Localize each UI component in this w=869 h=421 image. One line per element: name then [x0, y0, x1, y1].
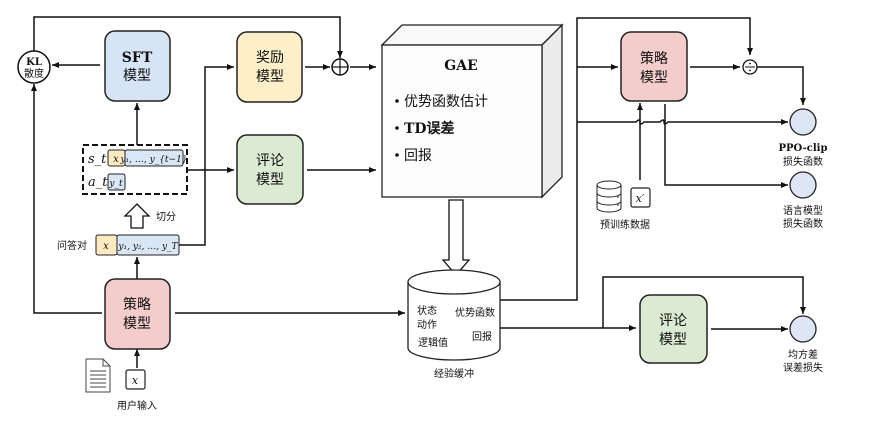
critic-left-subtitle: 模型 [256, 172, 284, 188]
user-input-label: 用户输入 [117, 399, 157, 412]
kl-sublabel: 散度 [24, 67, 44, 80]
gae-block: GAE 优势函数估计 TD误差 回报 [380, 23, 564, 199]
edge-kl-to-plus [33, 16, 343, 58]
buffer-item-return: 回报 [472, 330, 492, 343]
edge-to-reward [204, 64, 234, 170]
sft-title: SFT [122, 50, 153, 66]
lm-loss-subtitle: 损失函数 [783, 217, 823, 230]
sft-subtitle: 模型 [123, 68, 151, 84]
ppo-clip-title: PPO-clip [779, 143, 828, 154]
edge-policy-to-kl [31, 84, 102, 314]
qa-y-sequence-token: y₁, y₂, …, y_T [117, 242, 178, 252]
state-action-box: s_t x y₁, …, y_{t−1} a_t y_t [82, 144, 188, 195]
buffer-item-action: 动作 [417, 319, 437, 331]
critic-model-right-node: 评论 模型 [639, 294, 708, 364]
critic-right-subtitle: 模型 [659, 332, 687, 348]
policy-right-title: 策略 [640, 50, 668, 67]
policy-left-title: 策略 [123, 296, 151, 313]
gae-bullet-return: 回报 [404, 148, 432, 164]
database-icon [596, 180, 622, 213]
policy-right-subtitle: 模型 [640, 70, 668, 86]
mse-loss-subtitle: 误差损失 [783, 361, 823, 374]
critic-left-title: 评论 [256, 153, 284, 169]
reward-subtitle: 模型 [256, 69, 284, 85]
experience-buffer: 状态 动作 优势函数 回报 逻辑值 经验缓冲 [407, 269, 501, 380]
state-y-prefix-token: y₁, …, y_{t−1} [119, 155, 187, 165]
buffer-item-logits: 逻辑值 [418, 336, 448, 349]
policy-model-right-node: 策略 模型 [620, 31, 688, 102]
split-arrow: 切分 [123, 203, 176, 229]
buffer-label: 经验缓冲 [434, 367, 474, 380]
action-label: a_t [88, 175, 108, 190]
gae-bullet-advantage: 优势函数估计 [404, 94, 488, 110]
reward-model-node: 奖励 模型 [236, 31, 303, 103]
edge-policy-to-lm-loss [664, 104, 788, 188]
gae-to-buffer-arrow [441, 199, 471, 276]
action-y-token: y_t [108, 179, 123, 189]
mse-loss: 均方差 误差损失 [783, 315, 823, 374]
kl-label: KL [26, 57, 42, 68]
divide-operator [742, 59, 758, 75]
user-input: x 用户输入 [85, 358, 157, 412]
buffer-item-state: 状态 [417, 304, 437, 317]
reward-title: 奖励 [256, 49, 284, 66]
pretrain-data: x′ 预训练数据 [596, 180, 651, 231]
kl-divergence-node: KL 散度 [17, 50, 51, 84]
buffer-item-advantage: 优势函数 [455, 306, 495, 319]
mse-loss-title: 均方差 [788, 348, 818, 361]
critic-right-title: 评论 [659, 313, 687, 329]
lm-loss-title: 语言模型 [783, 204, 823, 217]
ppo-clip-subtitle: 损失函数 [783, 155, 823, 168]
state-x-token: x [113, 154, 119, 165]
gae-bullet-td-error: TD误差 [404, 120, 455, 137]
edge-buffer-to-divide [500, 17, 753, 301]
edge-divide-to-ppo [757, 66, 806, 105]
pretrain-x-token: x′ [636, 192, 645, 205]
edge-qa-to-branch [178, 170, 206, 246]
qa-pair: 问答对 x y₁, y₂, …, y_T [57, 234, 180, 256]
policy-model-left-node: 策略 模型 [104, 278, 171, 350]
sft-model-node: SFT 模型 [104, 30, 171, 102]
document-icon [85, 358, 111, 393]
pretrain-label: 预训练数据 [600, 218, 650, 231]
critic-model-left-node: 评论 模型 [236, 134, 304, 205]
edge-buffer-to-ppo [577, 119, 788, 125]
policy-left-subtitle: 模型 [123, 316, 151, 332]
qa-x-token: x [103, 241, 109, 252]
edge-buffer-to-mse [602, 276, 806, 328]
split-label: 切分 [156, 211, 176, 223]
ppo-clip-loss: PPO-clip 损失函数 [779, 108, 828, 168]
user-input-x-token: x [132, 374, 139, 387]
lm-loss: 语言模型 损失函数 [783, 171, 823, 230]
connectors [31, 16, 806, 368]
plus-operator [331, 58, 349, 76]
state-label: s_t [88, 152, 107, 167]
gae-title: GAE [444, 58, 478, 74]
qa-pair-label: 问答对 [57, 239, 87, 252]
